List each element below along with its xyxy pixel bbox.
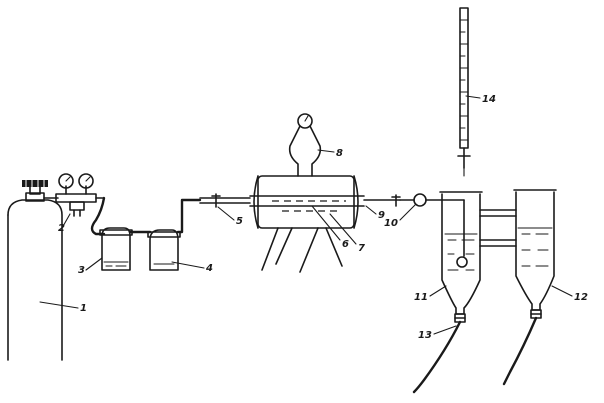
outlet-stopcock [391,193,465,257]
label-13: 13 [418,330,432,341]
connecting-tube [176,198,202,234]
gas-cylinder [7,179,79,361]
pressure-regulator [43,173,105,229]
leveling-vessel [513,189,573,311]
label-5: 5 [236,216,243,227]
label-12: 12 [574,292,588,303]
label-4: 4 [205,263,213,274]
inlet-stopcock [199,193,251,221]
graduated-burette [457,7,481,177]
cylinder-valve-handwheel [22,180,48,187]
label-2: 2 [58,223,65,234]
label-7: 7 [358,243,365,254]
label-3: 3 [78,265,85,276]
label-14: 14 [482,94,496,105]
label-1: 1 [80,303,87,314]
label-8: 8 [336,148,343,159]
connecting-tube [90,196,106,236]
label-10: 10 [384,218,398,229]
wash-bottle-2 [147,229,205,271]
gauge-icon [78,173,94,189]
label-9: 9 [378,210,385,221]
tube-furnace [249,175,365,273]
collection-vessel [429,191,483,315]
bottom-stopcocks [412,309,542,394]
wash-bottle-1 [85,227,133,271]
gauge-icon [58,173,74,189]
top-gauge-funnel [288,113,335,177]
label-6: 6 [342,239,349,250]
gauge-icon [297,113,313,129]
label-11: 11 [414,292,428,303]
outlet-tube [363,199,401,215]
